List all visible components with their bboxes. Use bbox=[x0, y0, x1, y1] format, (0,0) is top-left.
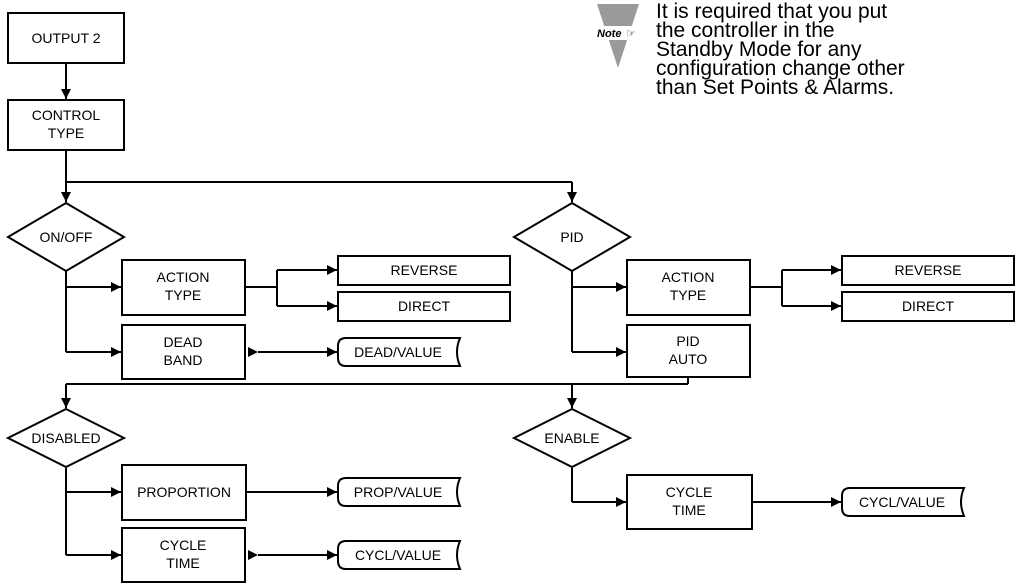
decision-disabled: DISABLED bbox=[5, 407, 127, 469]
prop-value-label: PROP/VALUE bbox=[354, 484, 442, 500]
pointing-hand-icon: ☞ bbox=[626, 28, 636, 40]
cycle-time-enable-line2: TIME bbox=[672, 502, 705, 518]
note-icon: Note ☞ bbox=[595, 4, 639, 68]
output-2-label: OUTPUT 2 bbox=[32, 30, 101, 46]
node-prop-value: PROP/VALUE bbox=[337, 477, 462, 507]
note-line-2: the controller in the bbox=[656, 19, 835, 42]
onoff-reverse-label: REVERSE bbox=[391, 262, 458, 278]
node-cycl-value-enable: CYCL/VALUE bbox=[841, 487, 966, 517]
dead-band-line1: DEAD bbox=[164, 334, 203, 350]
note-badge-label: Note bbox=[597, 28, 621, 40]
note-line-5: than Set Points & Alarms. bbox=[656, 76, 895, 99]
decision-enable: ENABLE bbox=[511, 407, 633, 469]
onoff-action-type-line1: ACTION bbox=[157, 269, 210, 285]
note-line-1: It is required that you put bbox=[656, 0, 888, 23]
cycl-value-enable-label: CYCL/VALUE bbox=[859, 494, 945, 510]
node-output-2: OUTPUT 2 bbox=[7, 12, 125, 64]
cycle-time-disabled-line1: CYCLE bbox=[160, 537, 207, 553]
node-proportion: PROPORTION bbox=[121, 464, 247, 521]
dead-value-label: DEAD/VALUE bbox=[354, 344, 442, 360]
cycle-time-enable-line1: CYCLE bbox=[666, 484, 713, 500]
connector-lines bbox=[61, 64, 841, 560]
node-pid-auto: PID AUTO bbox=[626, 324, 751, 378]
dead-band-line2: BAND bbox=[164, 352, 203, 368]
control-type-label-line1: CONTROL bbox=[32, 107, 101, 123]
control-type-label-line2: TYPE bbox=[48, 125, 85, 141]
onoff-action-type-line2: TYPE bbox=[165, 287, 202, 303]
note-line-3: Standby Mode for any bbox=[656, 38, 862, 61]
pid-reverse-label: REVERSE bbox=[895, 262, 962, 278]
cycle-time-disabled-line2: TIME bbox=[166, 555, 199, 571]
decision-on-off: ON/OFF bbox=[6, 201, 126, 273]
node-pid-action-type: ACTION TYPE bbox=[626, 259, 751, 316]
pid-label: PID bbox=[560, 229, 583, 245]
note-line-4: configuration change other bbox=[656, 57, 905, 80]
disabled-label: DISABLED bbox=[31, 430, 100, 446]
node-pid-direct: DIRECT bbox=[841, 291, 1015, 322]
note-text: It is required that you put the controll… bbox=[656, 0, 1016, 99]
pid-action-type-line1: ACTION bbox=[662, 269, 715, 285]
node-onoff-reverse: REVERSE bbox=[337, 255, 511, 286]
onoff-direct-label: DIRECT bbox=[398, 298, 451, 314]
on-off-label: ON/OFF bbox=[40, 229, 93, 245]
node-cycl-value-disabled: CYCL/VALUE bbox=[337, 540, 462, 570]
node-cycle-time-disabled: CYCLE TIME bbox=[121, 527, 246, 583]
pid-auto-line2: AUTO bbox=[669, 351, 708, 367]
decision-pid: PID bbox=[512, 201, 632, 273]
node-dead-value: DEAD/VALUE bbox=[337, 337, 462, 367]
node-pid-reverse: REVERSE bbox=[841, 255, 1015, 286]
enable-label: ENABLE bbox=[544, 430, 599, 446]
node-cycle-time-enable: CYCLE TIME bbox=[626, 474, 753, 530]
pid-auto-line1: PID bbox=[676, 333, 699, 349]
pid-direct-label: DIRECT bbox=[902, 298, 955, 314]
node-onoff-direct: DIRECT bbox=[337, 291, 511, 322]
node-dead-band: DEAD BAND bbox=[121, 324, 246, 380]
proportion-label: PROPORTION bbox=[137, 484, 231, 500]
cycl-value-disabled-label: CYCL/VALUE bbox=[355, 547, 441, 563]
pid-action-type-line2: TYPE bbox=[670, 287, 707, 303]
node-onoff-action-type: ACTION TYPE bbox=[121, 259, 246, 316]
node-control-type: CONTROL TYPE bbox=[7, 99, 125, 151]
